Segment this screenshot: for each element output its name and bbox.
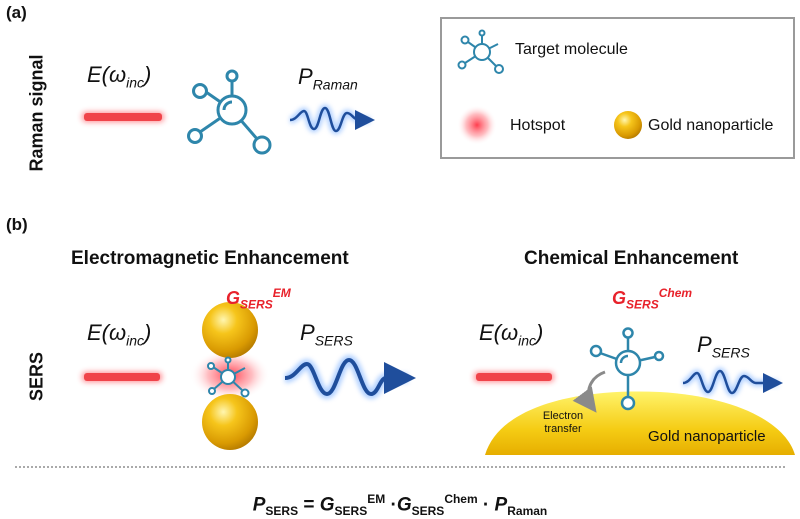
legend-label-target-molecule: Target molecule (515, 41, 628, 58)
molecule-em (207, 356, 250, 398)
em-heading: Electromagnetic Enhancement (71, 248, 349, 269)
laser-beam-chem (474, 372, 554, 382)
em-gain-label: GSERSEM (226, 286, 291, 312)
sers-wave-chem (682, 367, 783, 397)
panel-b-side-label: SERS (26, 351, 47, 402)
legend (440, 17, 795, 159)
gold-nanoparticle-icon (614, 111, 642, 139)
gold-dimer (202, 302, 258, 450)
input-field-label-em: E(ωinc) (87, 320, 152, 349)
input-field-label-a: E(ωinc) (87, 62, 152, 91)
divider (15, 466, 785, 468)
sers-formula: PSERS = GSERSEM ·GSERSChem · PRaman (252, 492, 548, 519)
electron-transfer-arrow (572, 370, 606, 413)
legend-label-hotspot: Hotspot (510, 117, 566, 134)
gold-substrate (485, 391, 795, 455)
panel-a-side-label: Raman signal (26, 54, 47, 172)
chem-gain-label: GSERSChem (612, 286, 693, 312)
raman-power-label: PRaman (298, 64, 358, 93)
em-sers-power-label: PSERS (300, 320, 353, 349)
laser-beam-a (82, 112, 164, 122)
molecule-chem (589, 327, 665, 411)
substrate-label: Gold nanoparticle (648, 428, 766, 445)
hotspot-icon (457, 105, 497, 145)
input-field-label-chem: E(ωinc) (479, 320, 544, 349)
panel-b-tag: (b) (6, 215, 28, 234)
panel-a-tag: (a) (6, 3, 27, 22)
legend-label-gold-nanoparticle: Gold nanoparticle (648, 117, 774, 134)
chem-sers-power-label: PSERS (697, 332, 750, 361)
target-molecule-icon (457, 29, 504, 74)
raman-wave-a (289, 104, 375, 135)
sers-wave-em (284, 354, 416, 400)
chem-heading: Chemical Enhancement (524, 248, 739, 269)
laser-beam-em (82, 372, 162, 382)
molecule-a (187, 69, 272, 155)
